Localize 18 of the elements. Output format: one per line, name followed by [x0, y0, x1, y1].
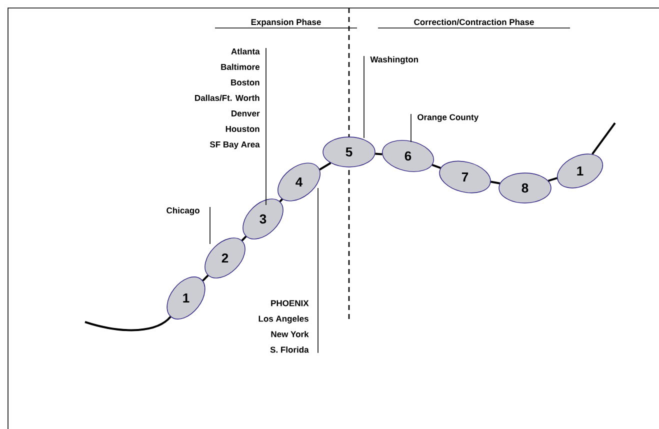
- city-label: Atlanta Baltimore Boston Dallas/Ft. Worth Denver Houston SF Bay Area: [195, 48, 260, 150]
- connector: [279, 198, 283, 202]
- leader-line: [410, 114, 412, 142]
- connector: [241, 236, 247, 242]
- curve-line: [592, 122, 616, 155]
- connector: [375, 152, 382, 156]
- city-label: Chicago: [166, 207, 200, 216]
- connector: [490, 180, 500, 184]
- connector: [202, 274, 209, 282]
- city-label: PHOENIX Los Angeles New York S. Florida: [258, 300, 309, 353]
- phase-heading: Expansion Phase: [214, 18, 358, 28]
- city-label: Orange County: [418, 114, 479, 122]
- connector: [319, 162, 332, 170]
- curve-line: [84, 316, 172, 332]
- city-label: Washington: [370, 56, 418, 64]
- connector: [548, 177, 558, 182]
- phase-heading: Correction/Contraction Phase: [378, 18, 570, 28]
- connector: [432, 164, 441, 169]
